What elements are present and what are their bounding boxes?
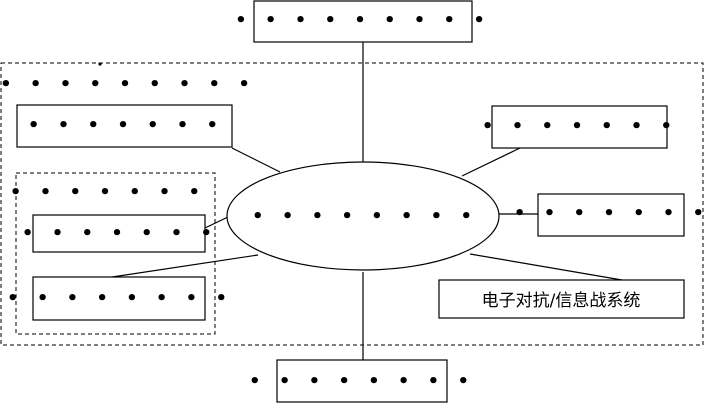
stray-dot	[98, 62, 102, 66]
inner-boundary-caption: • • • • • • •	[10, 182, 206, 203]
top-node-label: • • • • • • • • •	[235, 10, 491, 31]
inner-node-a-label: • • • • • • •	[22, 223, 218, 244]
connector-right-upper	[461, 147, 521, 177]
connector-left-upper	[231, 147, 281, 173]
right-middle-node-label: • • • • • • •	[514, 203, 705, 224]
right-lower-node-label: 电子对抗/信息战系统	[482, 291, 641, 311]
inner-boundary	[15, 172, 216, 335]
top-node	[253, 0, 473, 43]
connector-inner-b	[111, 254, 259, 278]
connector-inner-a	[204, 215, 231, 229]
inner-node-b-label: • • • • • • • •	[7, 288, 233, 309]
bottom-node	[276, 359, 448, 403]
outer-boundary	[0, 62, 704, 346]
connector-right-lower	[469, 253, 623, 281]
inner-node-b	[32, 276, 206, 321]
right-upper-node	[491, 105, 668, 149]
right-upper-node-label: • • • • • • •	[482, 116, 678, 137]
center-node	[226, 161, 500, 271]
right-middle-node	[537, 193, 685, 237]
right-lower-node	[438, 279, 685, 319]
center-node-label: • • • • • • • •	[252, 206, 478, 227]
left-upper-node	[16, 104, 233, 148]
inner-node-a	[32, 214, 206, 253]
left-upper-node-label: • • • • • • •	[28, 115, 224, 136]
outer-boundary-caption: • • • • • • • • •	[0, 74, 256, 95]
bottom-node-label: • • • • • • • •	[249, 371, 475, 392]
